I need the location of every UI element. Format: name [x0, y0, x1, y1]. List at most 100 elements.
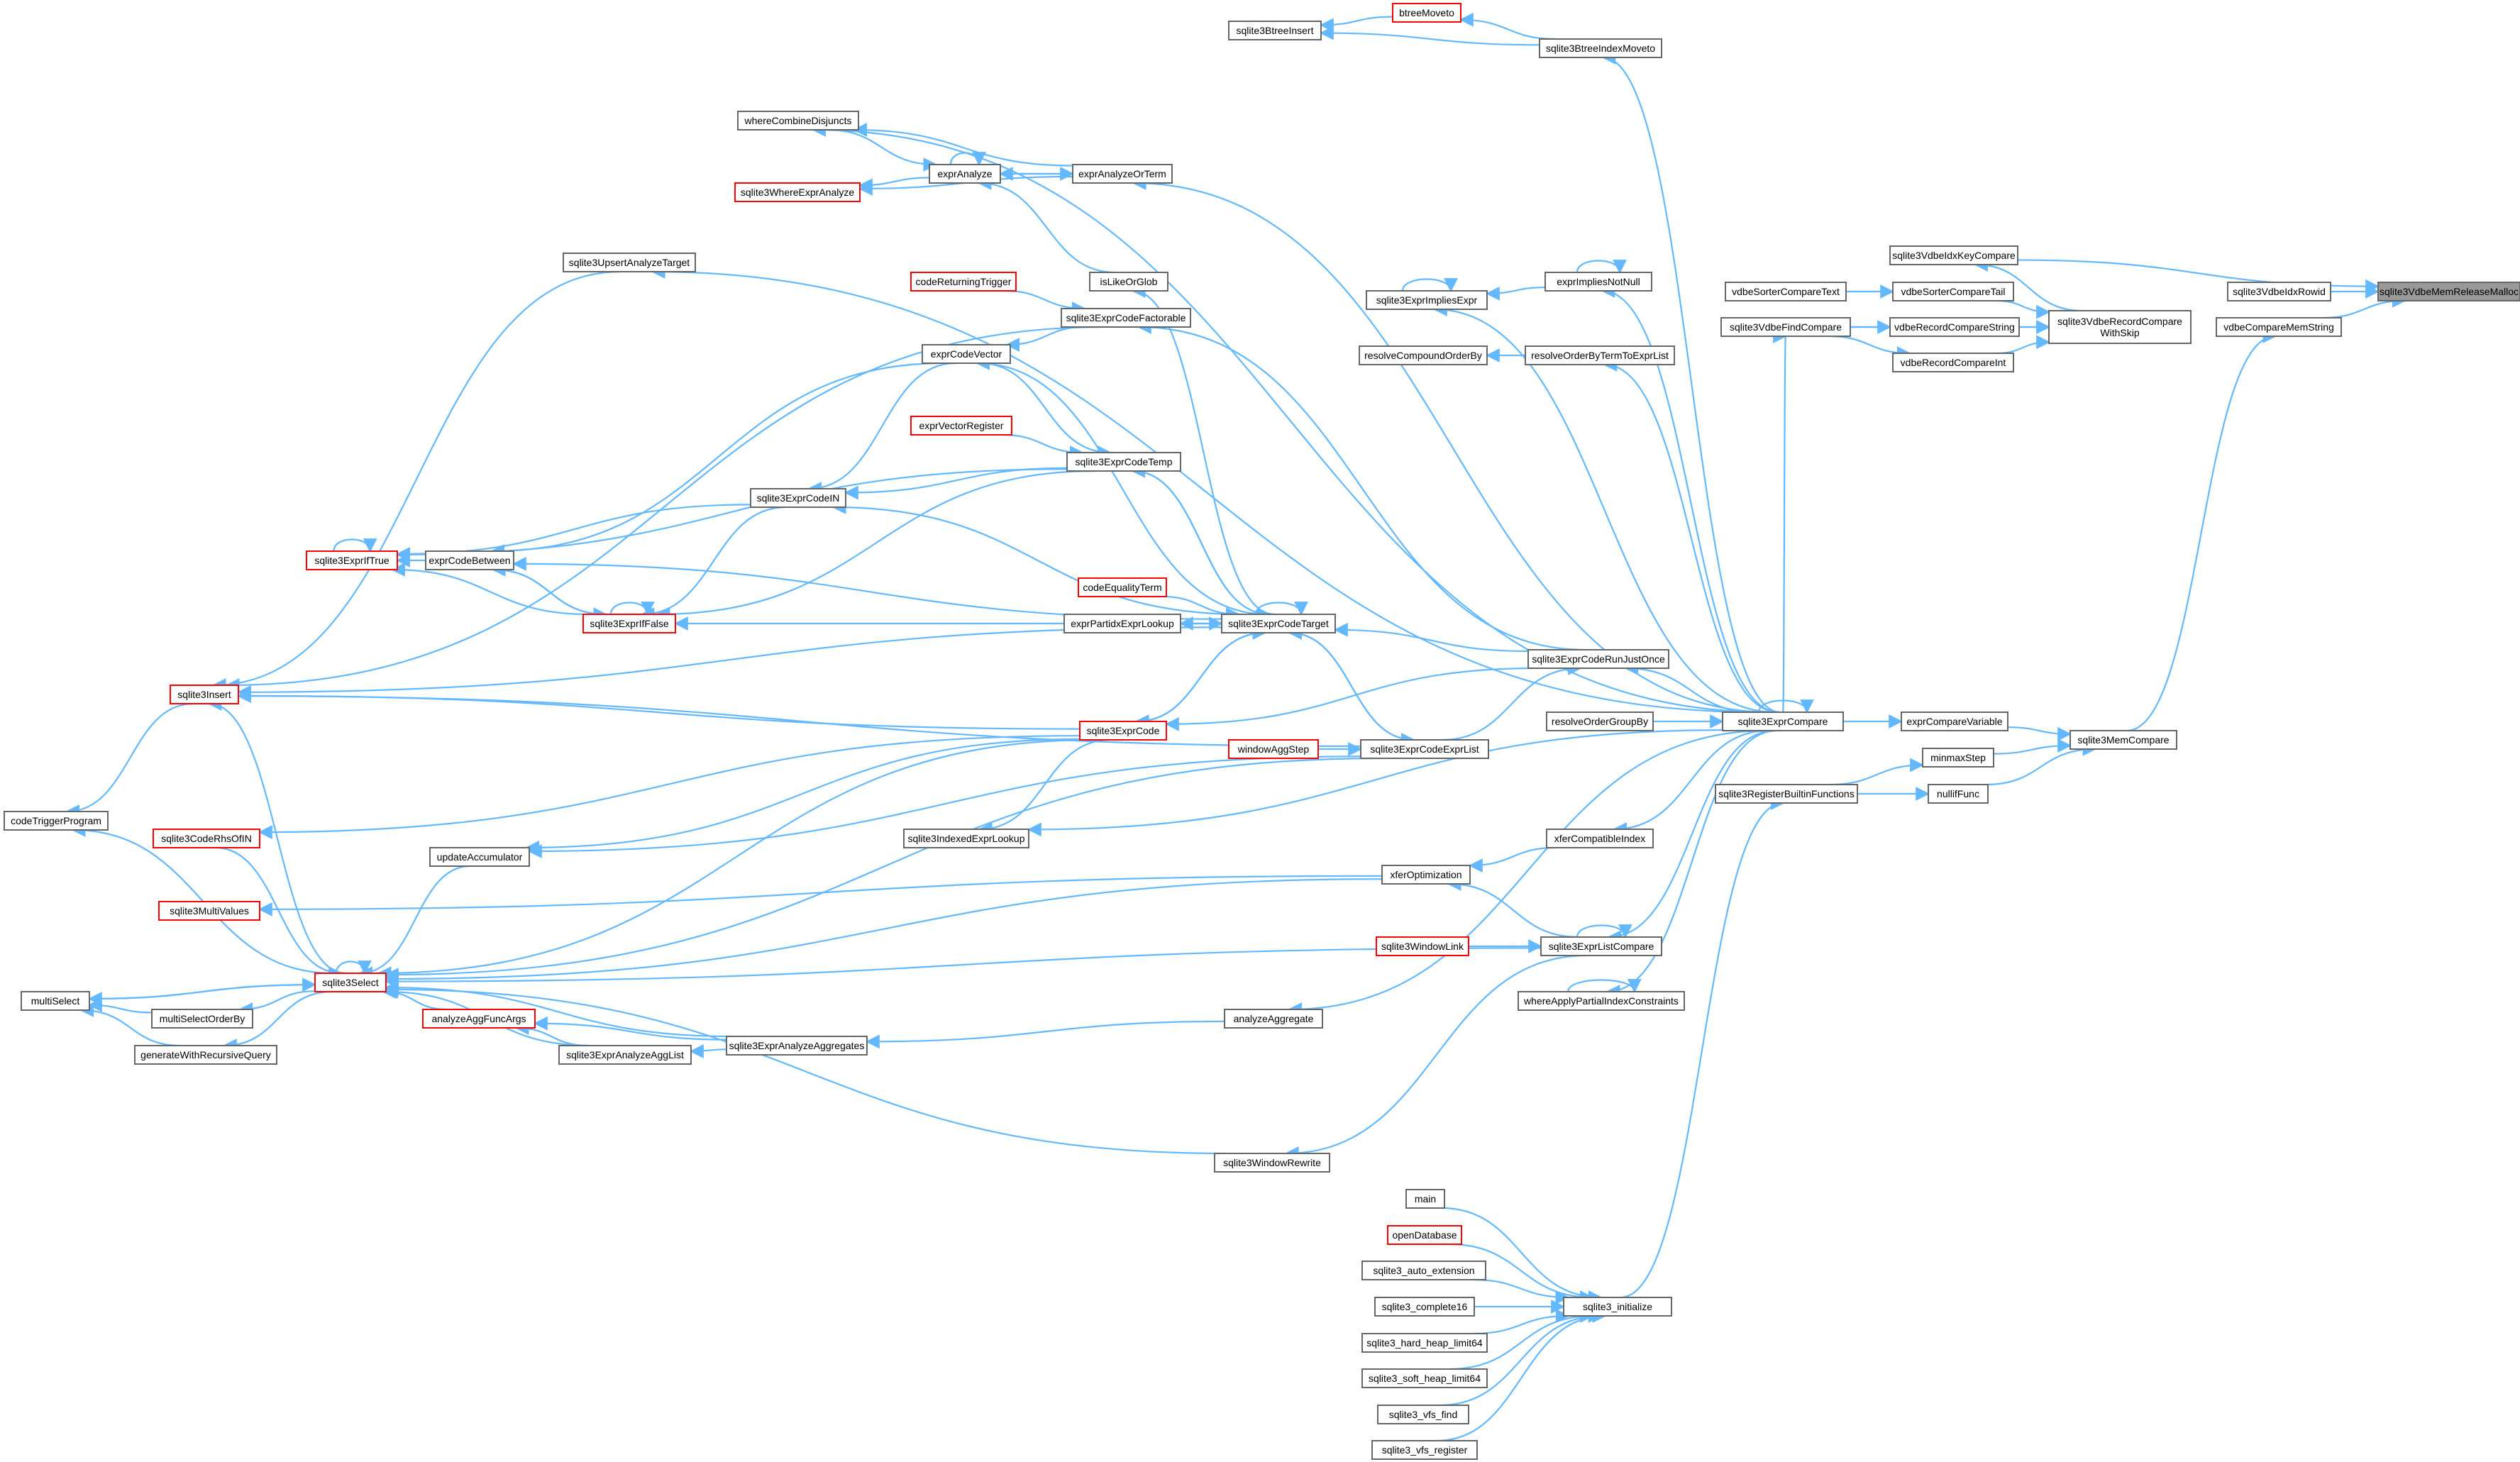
node-expranalyzeor[interactable]: exprAnalyzeOrTerm — [1072, 164, 1173, 184]
node-box — [1928, 784, 1989, 804]
node-exprlistcmp[interactable]: sqlite3ExprListCompare — [1540, 936, 1662, 956]
node-btreemoveto[interactable]: btreeMoveto — [1392, 3, 1461, 23]
node-main[interactable]: main — [1405, 1189, 1445, 1209]
node-cmpmemstr[interactable]: vdbeCompareMemString — [2216, 317, 2342, 337]
node-idxkeycmp[interactable]: sqlite3VdbeIdxKeyCompare — [1889, 245, 2018, 265]
node-exprpartidx[interactable]: exprPartidxExprLookup — [1063, 614, 1181, 633]
node-analyzeaggs[interactable]: sqlite3ExprAnalyzeAggregates — [726, 1036, 868, 1056]
call-edge — [1576, 260, 1627, 274]
node-exprcode[interactable]: sqlite3ExprCode — [1079, 721, 1167, 741]
node-exprcodelist[interactable]: sqlite3ExprCodeExprList — [1360, 739, 1489, 759]
call-edge — [978, 738, 1110, 836]
node-xfercompatidx[interactable]: xferCompatibleIndex — [1546, 829, 1654, 848]
node-btreeinsert[interactable]: sqlite3BtreeInsert — [1228, 21, 1322, 40]
node-vfsregister[interactable]: sqlite3_vfs_register — [1371, 1440, 1478, 1460]
node-reccmpint[interactable]: vdbeRecordCompareInt — [1892, 353, 2014, 372]
node-wherepartidx[interactable]: whereApplyPartialIndexConstraints — [1518, 991, 1685, 1011]
node-label: isLikeOrGlob — [1100, 276, 1158, 287]
node-analyzeaggfunc[interactable]: analyzeAggFuncArgs — [422, 1009, 536, 1029]
node-memcmp[interactable]: sqlite3MemCompare — [2069, 730, 2177, 750]
node-multiselect[interactable]: multiSelect — [21, 991, 90, 1011]
node-opendb[interactable]: openDatabase — [1387, 1225, 1462, 1245]
node-exprcodetarget[interactable]: sqlite3ExprCodeTarget — [1221, 614, 1336, 633]
node-multiselectob[interactable]: multiSelectOrderBy — [151, 1009, 253, 1029]
node-label: codeReturningTrigger — [916, 276, 1012, 287]
call-edge — [1601, 284, 1779, 714]
node-box — [1374, 1297, 1475, 1317]
node-multivalues[interactable]: sqlite3MultiValues — [158, 901, 260, 921]
node-initialize[interactable]: sqlite3_initialize — [1563, 1297, 1672, 1317]
node-box — [429, 847, 530, 867]
node-windowrewrite[interactable]: sqlite3WindowRewrite — [1214, 1153, 1330, 1173]
node-sortertext[interactable]: vdbeSorterCompareText — [1725, 282, 1847, 301]
node-nulliffunc[interactable]: nullifFunc — [1928, 784, 1989, 804]
node-hardheap[interactable]: sqlite3_hard_heap_limit64 — [1361, 1333, 1488, 1353]
node-root[interactable]: sqlite3VdbeMemReleaseMalloc — [2377, 282, 2520, 301]
node-upsert[interactable]: sqlite3UpsertAnalyzeTarget — [563, 253, 696, 272]
node-box — [1072, 164, 1173, 184]
node-box — [1392, 3, 1461, 23]
node-reccmpstr[interactable]: vdbeRecordCompareString — [1889, 317, 2020, 337]
node-windowaggstep[interactable]: windowAggStep — [1228, 739, 1319, 759]
node-resolvegroupby[interactable]: resolveOrderGroupBy — [1546, 711, 1654, 731]
node-complete16[interactable]: sqlite3_complete16 — [1374, 1297, 1475, 1317]
node-exprimpliesnn[interactable]: exprImpliesNotNull — [1544, 272, 1652, 292]
node-windowlink[interactable]: sqlite3WindowLink — [1376, 936, 1469, 956]
node-exprcmp[interactable]: sqlite3ExprCompare — [1722, 711, 1844, 731]
node-analyzeagg[interactable]: analyzeAggregate — [1224, 1009, 1323, 1029]
node-resolvecompound[interactable]: resolveCompoundOrderBy — [1359, 345, 1488, 365]
node-autoext[interactable]: sqlite3_auto_extension — [1361, 1261, 1486, 1280]
node-box — [1563, 1297, 1672, 1317]
node-box — [2377, 282, 2520, 301]
node-codefactorable[interactable]: sqlite3ExprCodeFactorable — [1061, 308, 1191, 328]
node-coderhsofin[interactable]: sqlite3CodeRhsOfIN — [153, 829, 260, 848]
node-label: vdbeSorterCompareTail — [1901, 286, 2005, 297]
node-exprimpliesexpr[interactable]: sqlite3ExprImpliesExpr — [1366, 290, 1488, 310]
node-findcmp[interactable]: sqlite3VdbeFindCompare — [1720, 317, 1851, 337]
node-exprcoderunonce[interactable]: sqlite3ExprCodeRunJustOnce — [1527, 649, 1669, 669]
node-box — [582, 614, 676, 633]
node-minmaxstep[interactable]: minmaxStep — [1922, 748, 1994, 768]
node-resolveorderby[interactable]: resolveOrderByTermToExprList — [1525, 345, 1675, 365]
node-expranalyze[interactable]: exprAnalyze — [929, 164, 1001, 184]
node-label: whereApplyPartialIndexConstraints — [1523, 995, 1679, 1007]
node-exprift[interactable]: sqlite3ExprIfTrue — [306, 550, 398, 570]
node-exprcodebetween[interactable]: exprCodeBetween — [425, 550, 514, 570]
node-insert[interactable]: sqlite3Insert — [170, 685, 239, 704]
node-sortertail[interactable]: vdbeSorterCompareTail — [1892, 282, 2014, 301]
node-whereorterms[interactable]: whereCombineDisjuncts — [737, 111, 859, 131]
node-box — [1725, 282, 1847, 301]
call-edge — [385, 878, 1383, 986]
node-genrecursive[interactable]: generateWithRecursiveQuery — [134, 1045, 277, 1065]
call-edge — [1474, 1309, 1570, 1335]
node-exprcmpvar[interactable]: exprCompareVariable — [1901, 711, 2008, 731]
node-updateacc[interactable]: updateAccumulator — [429, 847, 530, 867]
node-expriff[interactable]: sqlite3ExprIfFalse — [582, 614, 676, 633]
node-box — [1361, 1333, 1488, 1353]
node-exprcodein[interactable]: sqlite3ExprCodeIN — [750, 488, 846, 508]
node-softheap[interactable]: sqlite3_soft_heap_limit64 — [1361, 1368, 1488, 1388]
node-regbuiltin[interactable]: sqlite3RegisterBuiltinFunctions — [1715, 784, 1858, 804]
node-select[interactable]: sqlite3Select — [314, 973, 387, 992]
node-box — [1224, 1009, 1323, 1029]
node-codetrigprog[interactable]: codeTriggerProgram — [4, 811, 109, 831]
call-edge — [609, 602, 655, 616]
node-whereexpranalyze[interactable]: sqlite3WhereExprAnalyze — [734, 182, 861, 202]
call-edge — [1439, 1309, 1603, 1407]
node-exprcodetemp[interactable]: sqlite3ExprCodeTemp — [1066, 452, 1181, 472]
node-label: sqlite3MultiValues — [170, 905, 249, 916]
node-exprcodevector[interactable]: exprCodeVector — [922, 344, 1011, 364]
node-codeeqterm[interactable]: codeEqualityTerm — [1078, 577, 1167, 597]
node-coderettrig[interactable]: codeReturningTrigger — [910, 272, 1017, 292]
call-edge — [88, 997, 153, 1014]
call-edge — [1027, 729, 1723, 837]
node-idxrowid[interactable]: sqlite3VdbeIdxRowid — [2227, 282, 2331, 301]
node-analyzeagglist[interactable]: sqlite3ExprAnalyzeAggList — [558, 1045, 692, 1065]
node-btidxmoveto[interactable]: sqlite3BtreeIndexMoveto — [1539, 38, 1662, 58]
node-vfsfind[interactable]: sqlite3_vfs_find — [1377, 1405, 1469, 1424]
node-xferopt[interactable]: xferOptimization — [1381, 865, 1471, 885]
node-likeorglob[interactable]: isLikeOrGlob — [1089, 272, 1168, 292]
node-indexedexpr[interactable]: sqlite3IndexedExprLookup — [903, 829, 1029, 848]
node-exprvecreg[interactable]: exprVectorRegister — [910, 416, 1012, 436]
